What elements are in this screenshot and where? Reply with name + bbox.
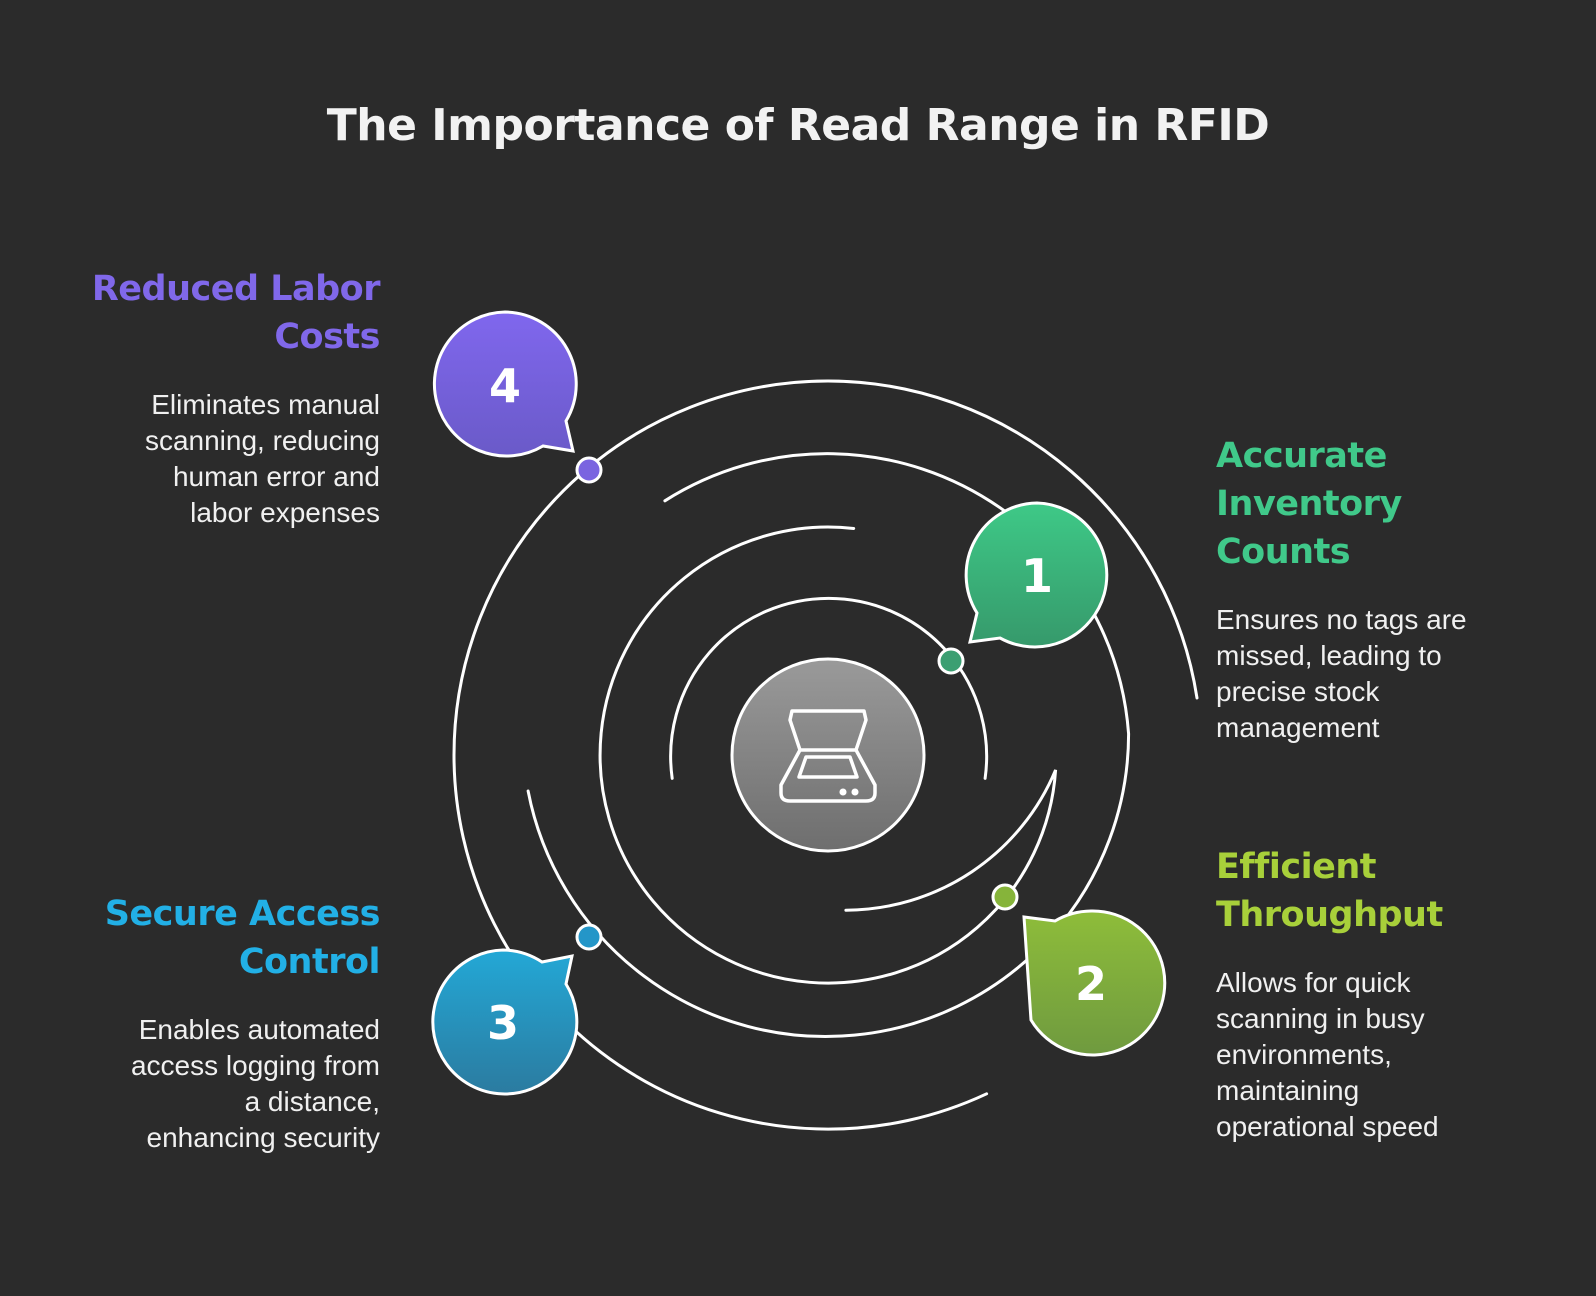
- item-block-efficient-throughput: Efficient Throughput Allows for quick sc…: [1216, 843, 1516, 1145]
- connector-dot-2: [991, 883, 1019, 911]
- item-block-accurate-inventory-counts: Accurate Inventory Counts Ensures no tag…: [1216, 432, 1516, 746]
- bubble-2: 2: [1022, 909, 1167, 1057]
- bubble-3: 3: [431, 948, 579, 1096]
- bubble-4: 4: [432, 310, 578, 458]
- scanner-icon: [779, 709, 877, 803]
- bubble-number-2: 2: [1075, 957, 1107, 1011]
- bubble-1: 1: [964, 501, 1109, 649]
- bubble-number-3: 3: [487, 996, 519, 1050]
- connector-dot-3: [575, 923, 603, 951]
- item-description: Eliminates manual scanning, reducing hum…: [144, 389, 380, 528]
- page-title: The Importance of Read Range in RFID: [326, 100, 1270, 151]
- connector-dot-4: [575, 456, 603, 484]
- bubble-number-1: 1: [1021, 549, 1053, 603]
- item-title: Secure Access Control: [104, 894, 381, 982]
- item-description: Enables automated access logging from a …: [130, 1014, 380, 1153]
- arc-ring-2: [598, 525, 1058, 985]
- arc-ring-1: [669, 596, 989, 780]
- connector-dot-1: [937, 647, 965, 675]
- center-node: [730, 657, 926, 853]
- arc-ring-3: [526, 452, 1131, 1039]
- item-description: Allows for quick scanning in busy enviro…: [1216, 967, 1439, 1142]
- item-description: Ensures no tags are missed, leading to p…: [1216, 604, 1467, 743]
- range-arcs: [452, 379, 1199, 1131]
- item-block-reduced-labor-costs: Reduced Labor Costs Eliminates manual sc…: [60, 265, 381, 531]
- item-title: Efficient Throughput: [1216, 847, 1443, 935]
- item-block-secure-access-control: Secure Access Control Enables automated …: [60, 890, 381, 1156]
- bubble-number-4: 4: [489, 359, 521, 413]
- item-title: Accurate Inventory Counts: [1216, 436, 1402, 572]
- item-title: Reduced Labor Costs: [91, 269, 381, 357]
- arc-ring-4: [452, 379, 1199, 1131]
